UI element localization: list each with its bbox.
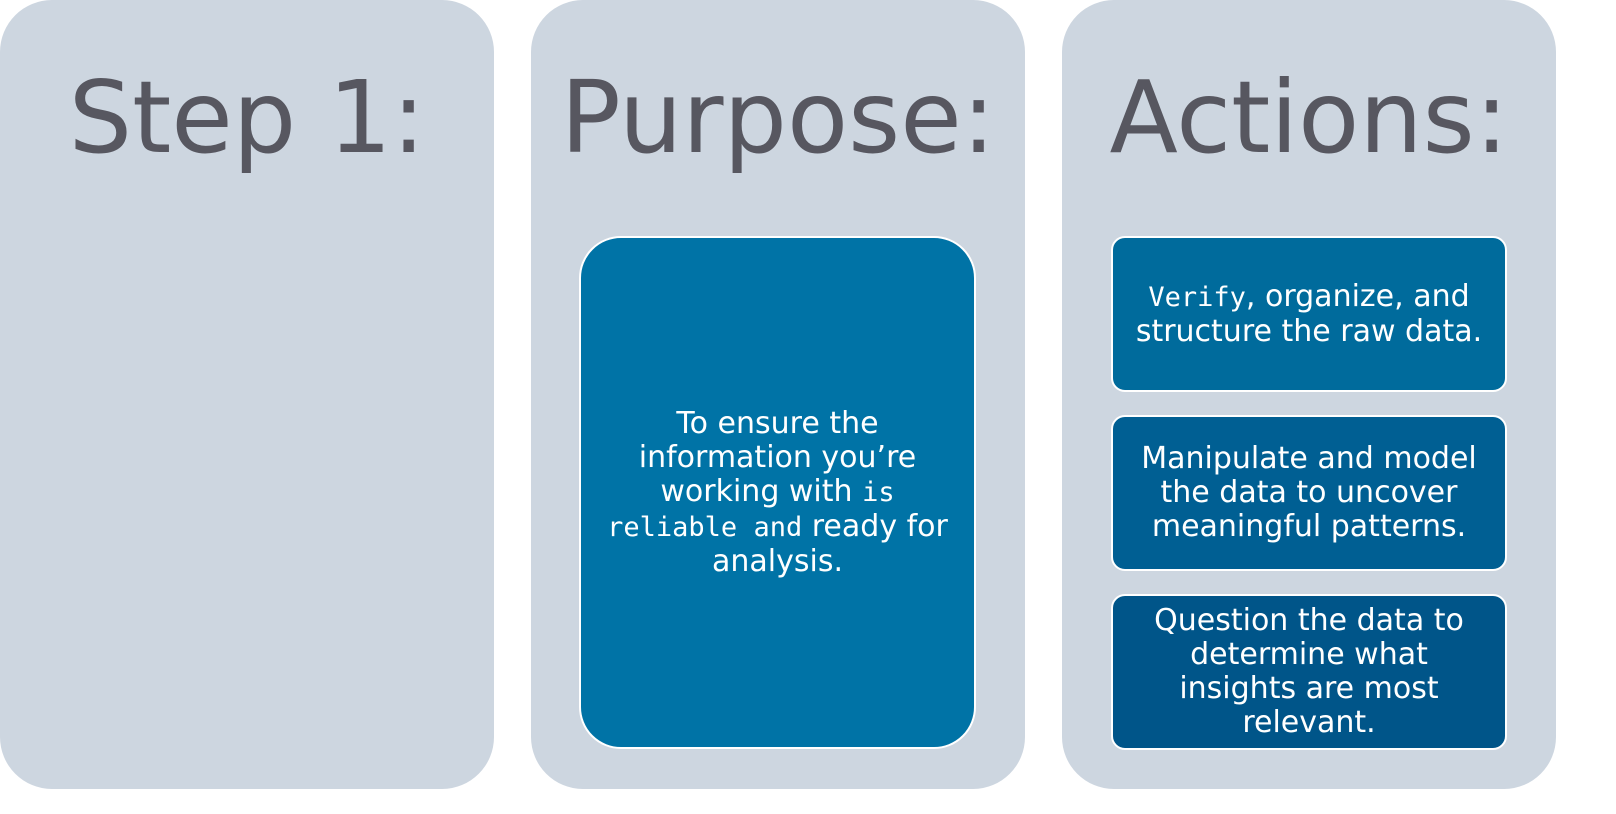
- action-text: Verify, organize, and structure the raw …: [1127, 278, 1491, 349]
- purpose-box: To ensure the information you’re working…: [579, 236, 976, 749]
- action-box-question: Question the data to determine what insi…: [1111, 594, 1507, 750]
- purpose-text-part: ready for analysis.: [711, 508, 948, 579]
- action-text: Manipulate and model the data to uncover…: [1141, 441, 1477, 544]
- action-text-part: , organize, and structure the raw data.: [1135, 278, 1483, 349]
- action-text: Question the data to determine what insi…: [1154, 603, 1464, 740]
- purpose-text: To ensure the information you’re working…: [595, 405, 960, 579]
- actions-heading: Actions:: [1109, 59, 1509, 176]
- purpose-text-mono-part: is reliable and: [607, 476, 895, 543]
- action-text-mono-part: Verify: [1148, 281, 1246, 313]
- step-heading: Step 1:: [68, 59, 426, 176]
- action-box-manipulate: Manipulate and model the data to uncover…: [1111, 415, 1507, 571]
- step-panel: Step 1:: [0, 0, 494, 789]
- actions-panel: Actions: Verify, organize, and structure…: [1062, 0, 1556, 789]
- purpose-heading: Purpose:: [560, 59, 996, 176]
- action-box-verify: Verify, organize, and structure the raw …: [1111, 236, 1507, 392]
- purpose-text-part: To ensure the information you’re working…: [638, 405, 917, 509]
- purpose-panel: Purpose: To ensure the information you’r…: [531, 0, 1025, 789]
